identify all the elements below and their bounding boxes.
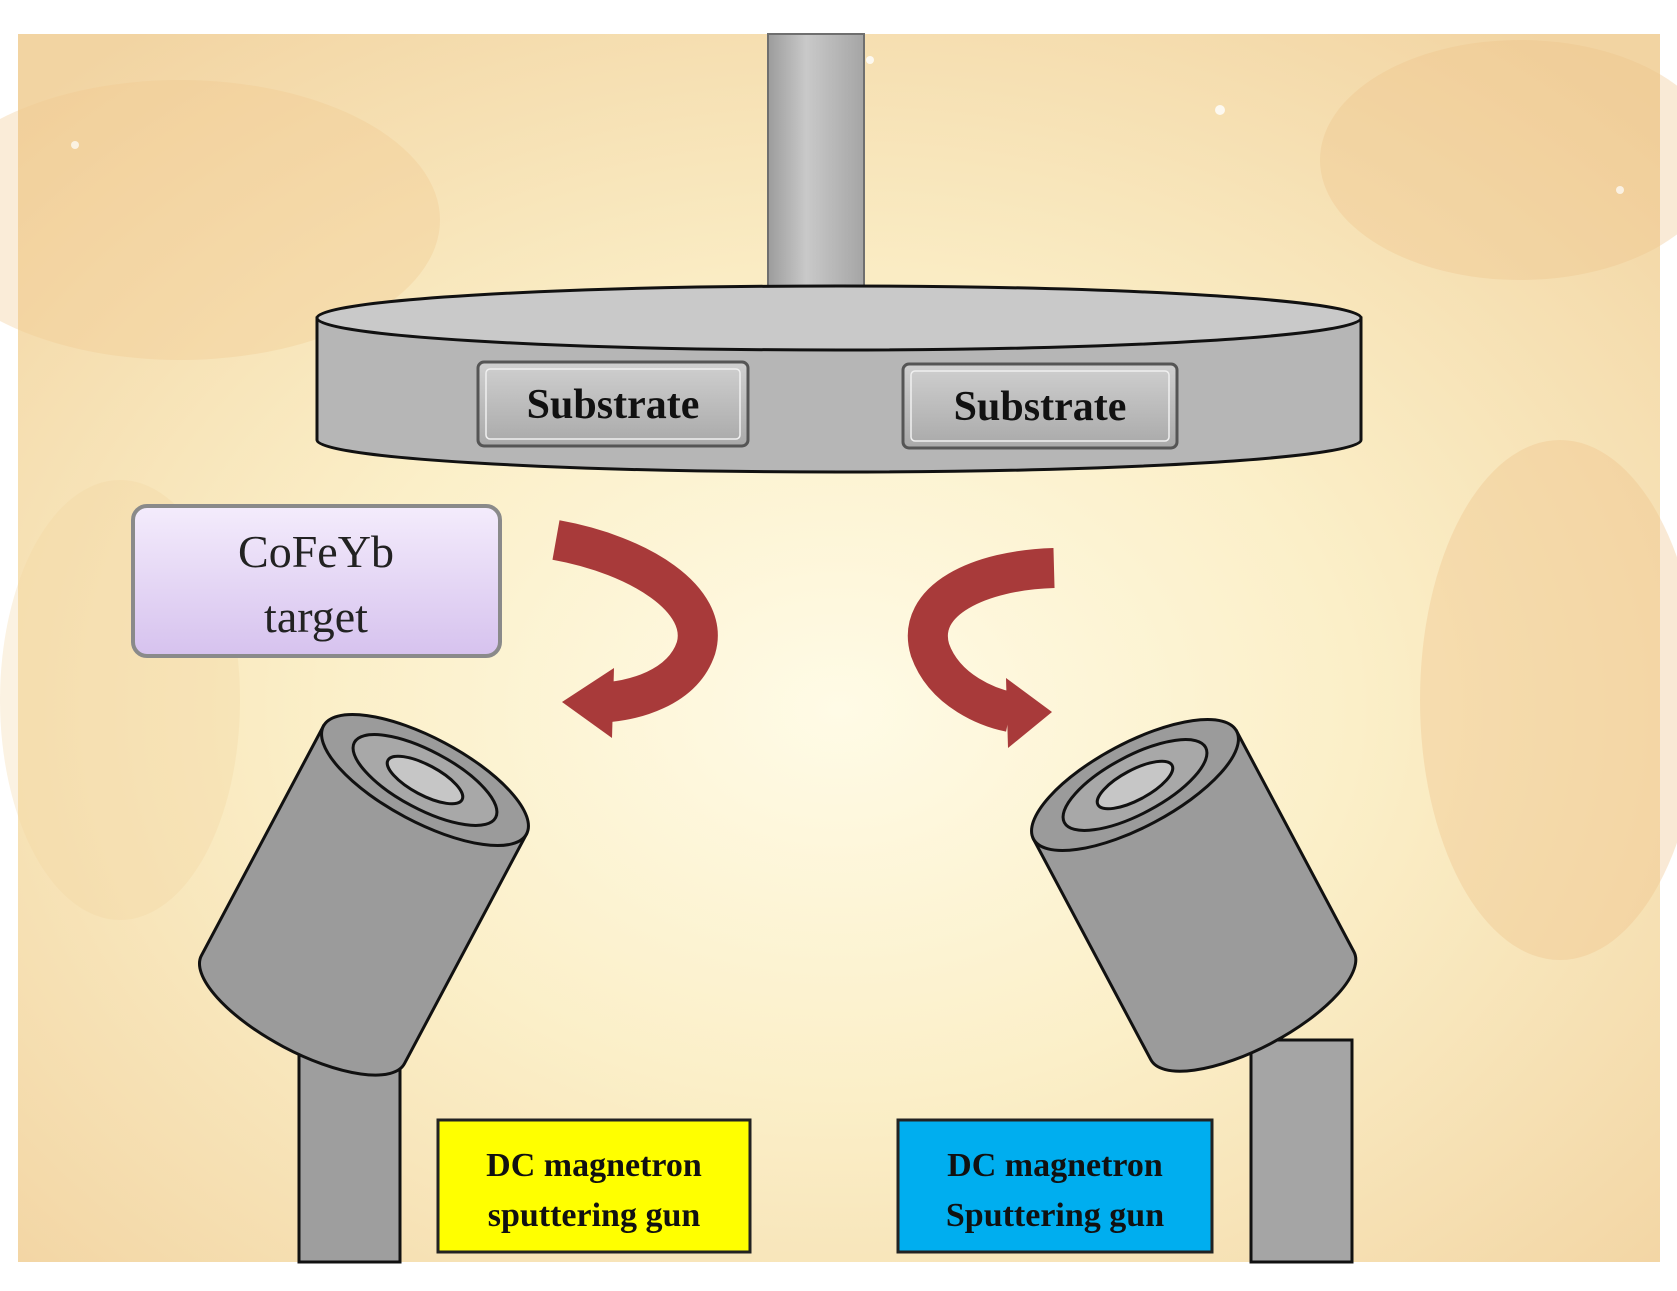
sputtering-gun-right [1030,718,1358,1073]
gun-left-label-line2: sputtering gun [488,1197,701,1234]
rotation-arrow-left-icon [552,520,718,738]
substrate-holder [315,284,1363,474]
gun-right-post [1249,1038,1354,1264]
gun-left-label-line1: DC magnetron [486,1147,702,1184]
substrate-right: Substrate [901,362,1179,450]
support-rod [767,33,865,295]
target-label-line1: CoFeYb [238,526,394,577]
substrate-left: Substrate [476,360,750,448]
substrate-right-label: Substrate [954,384,1127,430]
gun-left-label: DC magnetron sputtering gun [436,1118,752,1254]
target-label-box: CoFeYb target [131,504,502,658]
target-label-line2: target [264,591,368,642]
sputtering-gun-left [198,713,530,1077]
gun-right-label-line2: Sputtering gun [946,1197,1164,1234]
rotation-arrow-right-icon [908,548,1055,748]
gun-left-post [297,1038,402,1264]
gun-right-label: DC magnetron Sputtering gun [896,1118,1214,1254]
gun-right-label-line1: DC magnetron [947,1147,1163,1184]
substrate-left-label: Substrate [527,382,700,428]
